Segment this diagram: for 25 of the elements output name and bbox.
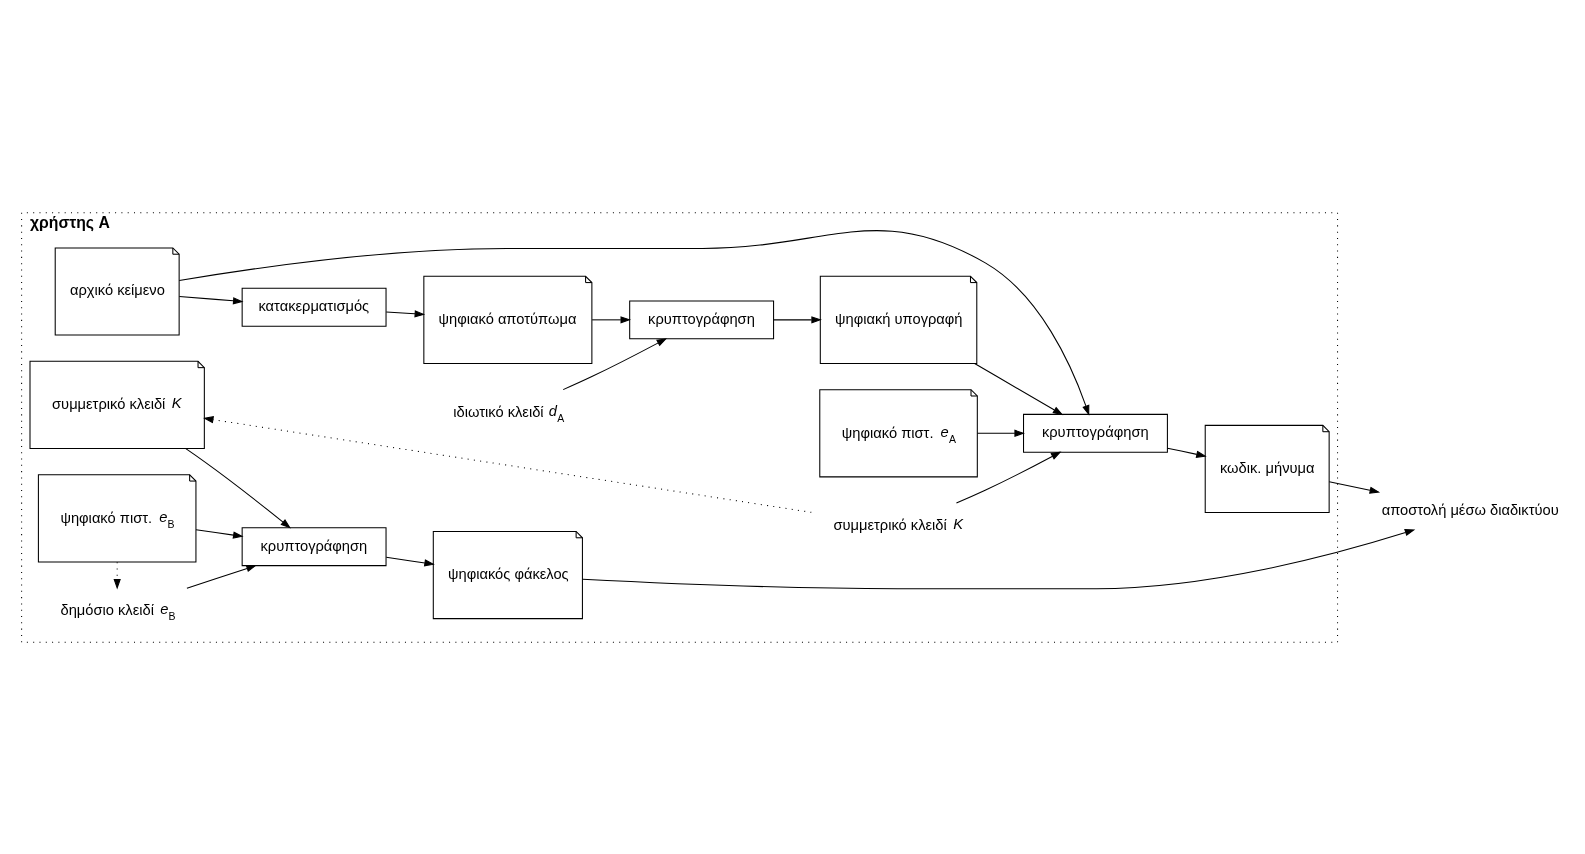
node-text: δημόσιο κλειδί e$_{B}$ <box>59 600 176 622</box>
arrow <box>385 556 435 566</box>
arrow <box>591 315 631 324</box>
arrow <box>184 447 291 529</box>
arrow <box>581 528 1415 589</box>
arrow <box>976 429 1025 437</box>
arrow <box>178 295 243 304</box>
arrow <box>195 528 243 539</box>
arrow <box>385 309 425 317</box>
node-box: κρυπτογράφηση <box>1022 413 1168 453</box>
node-box: κρυπτογράφηση <box>241 526 387 566</box>
arrow <box>202 415 812 513</box>
node-text: ιδιωτικό κλειδί d$_{A}$ <box>452 402 564 424</box>
arrow <box>772 315 822 324</box>
arrow <box>955 450 1061 503</box>
arrow <box>185 564 257 589</box>
arrow <box>1328 480 1380 494</box>
arrow <box>562 337 667 390</box>
node-box: κρυπτογράφηση <box>628 299 774 339</box>
arrow <box>178 229 1089 416</box>
node-text: συμμετρικό κλειδί K <box>832 515 963 533</box>
arrow <box>973 362 1063 415</box>
node-text: αποστολή μέσω διαδικτύου <box>1381 501 1559 518</box>
arrow <box>1166 447 1207 458</box>
node-box: κατακερματισμός <box>241 287 387 327</box>
